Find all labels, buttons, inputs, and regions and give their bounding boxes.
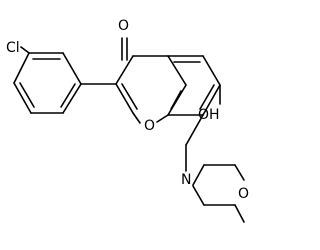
nitrogen-label: N	[181, 172, 191, 188]
bond	[234, 204, 245, 223]
bond	[156, 114, 169, 123]
chlorine-label: Cl	[6, 40, 20, 56]
bond	[202, 84, 221, 116]
morpholinomethyl-group	[185, 114, 245, 223]
bond	[167, 55, 187, 86]
morpholine-oxygen-label: O	[238, 186, 249, 202]
bond	[115, 55, 134, 85]
bond	[202, 55, 221, 86]
bond	[13, 52, 30, 84]
hydroxyl-label: OH	[198, 107, 220, 123]
bond	[234, 164, 245, 181]
double-bond	[199, 84, 215, 110]
chromone-core	[80, 37, 187, 124]
molecule-diagram: Cl O OH O N O	[6, 18, 249, 223]
bond	[185, 114, 204, 146]
bond	[192, 185, 205, 206]
bond-to-chlorine	[20, 46, 30, 54]
bond	[62, 83, 82, 114]
double-bond	[60, 83, 76, 108]
ring-oxygen-label: O	[144, 118, 155, 134]
bond	[13, 82, 32, 114]
double-bond	[170, 90, 182, 110]
double-bond	[115, 83, 134, 114]
bond	[167, 84, 187, 116]
double-bond	[121, 83, 138, 110]
bond	[62, 52, 82, 85]
bond	[132, 112, 141, 124]
chlorophenyl-ring	[13, 46, 82, 114]
benzo-ring	[167, 55, 221, 116]
double-bond	[19, 82, 35, 108]
structure-drawing: Cl O OH O N O	[6, 18, 249, 223]
carbonyl-oxygen-label: O	[118, 18, 129, 34]
bond	[192, 164, 205, 186]
